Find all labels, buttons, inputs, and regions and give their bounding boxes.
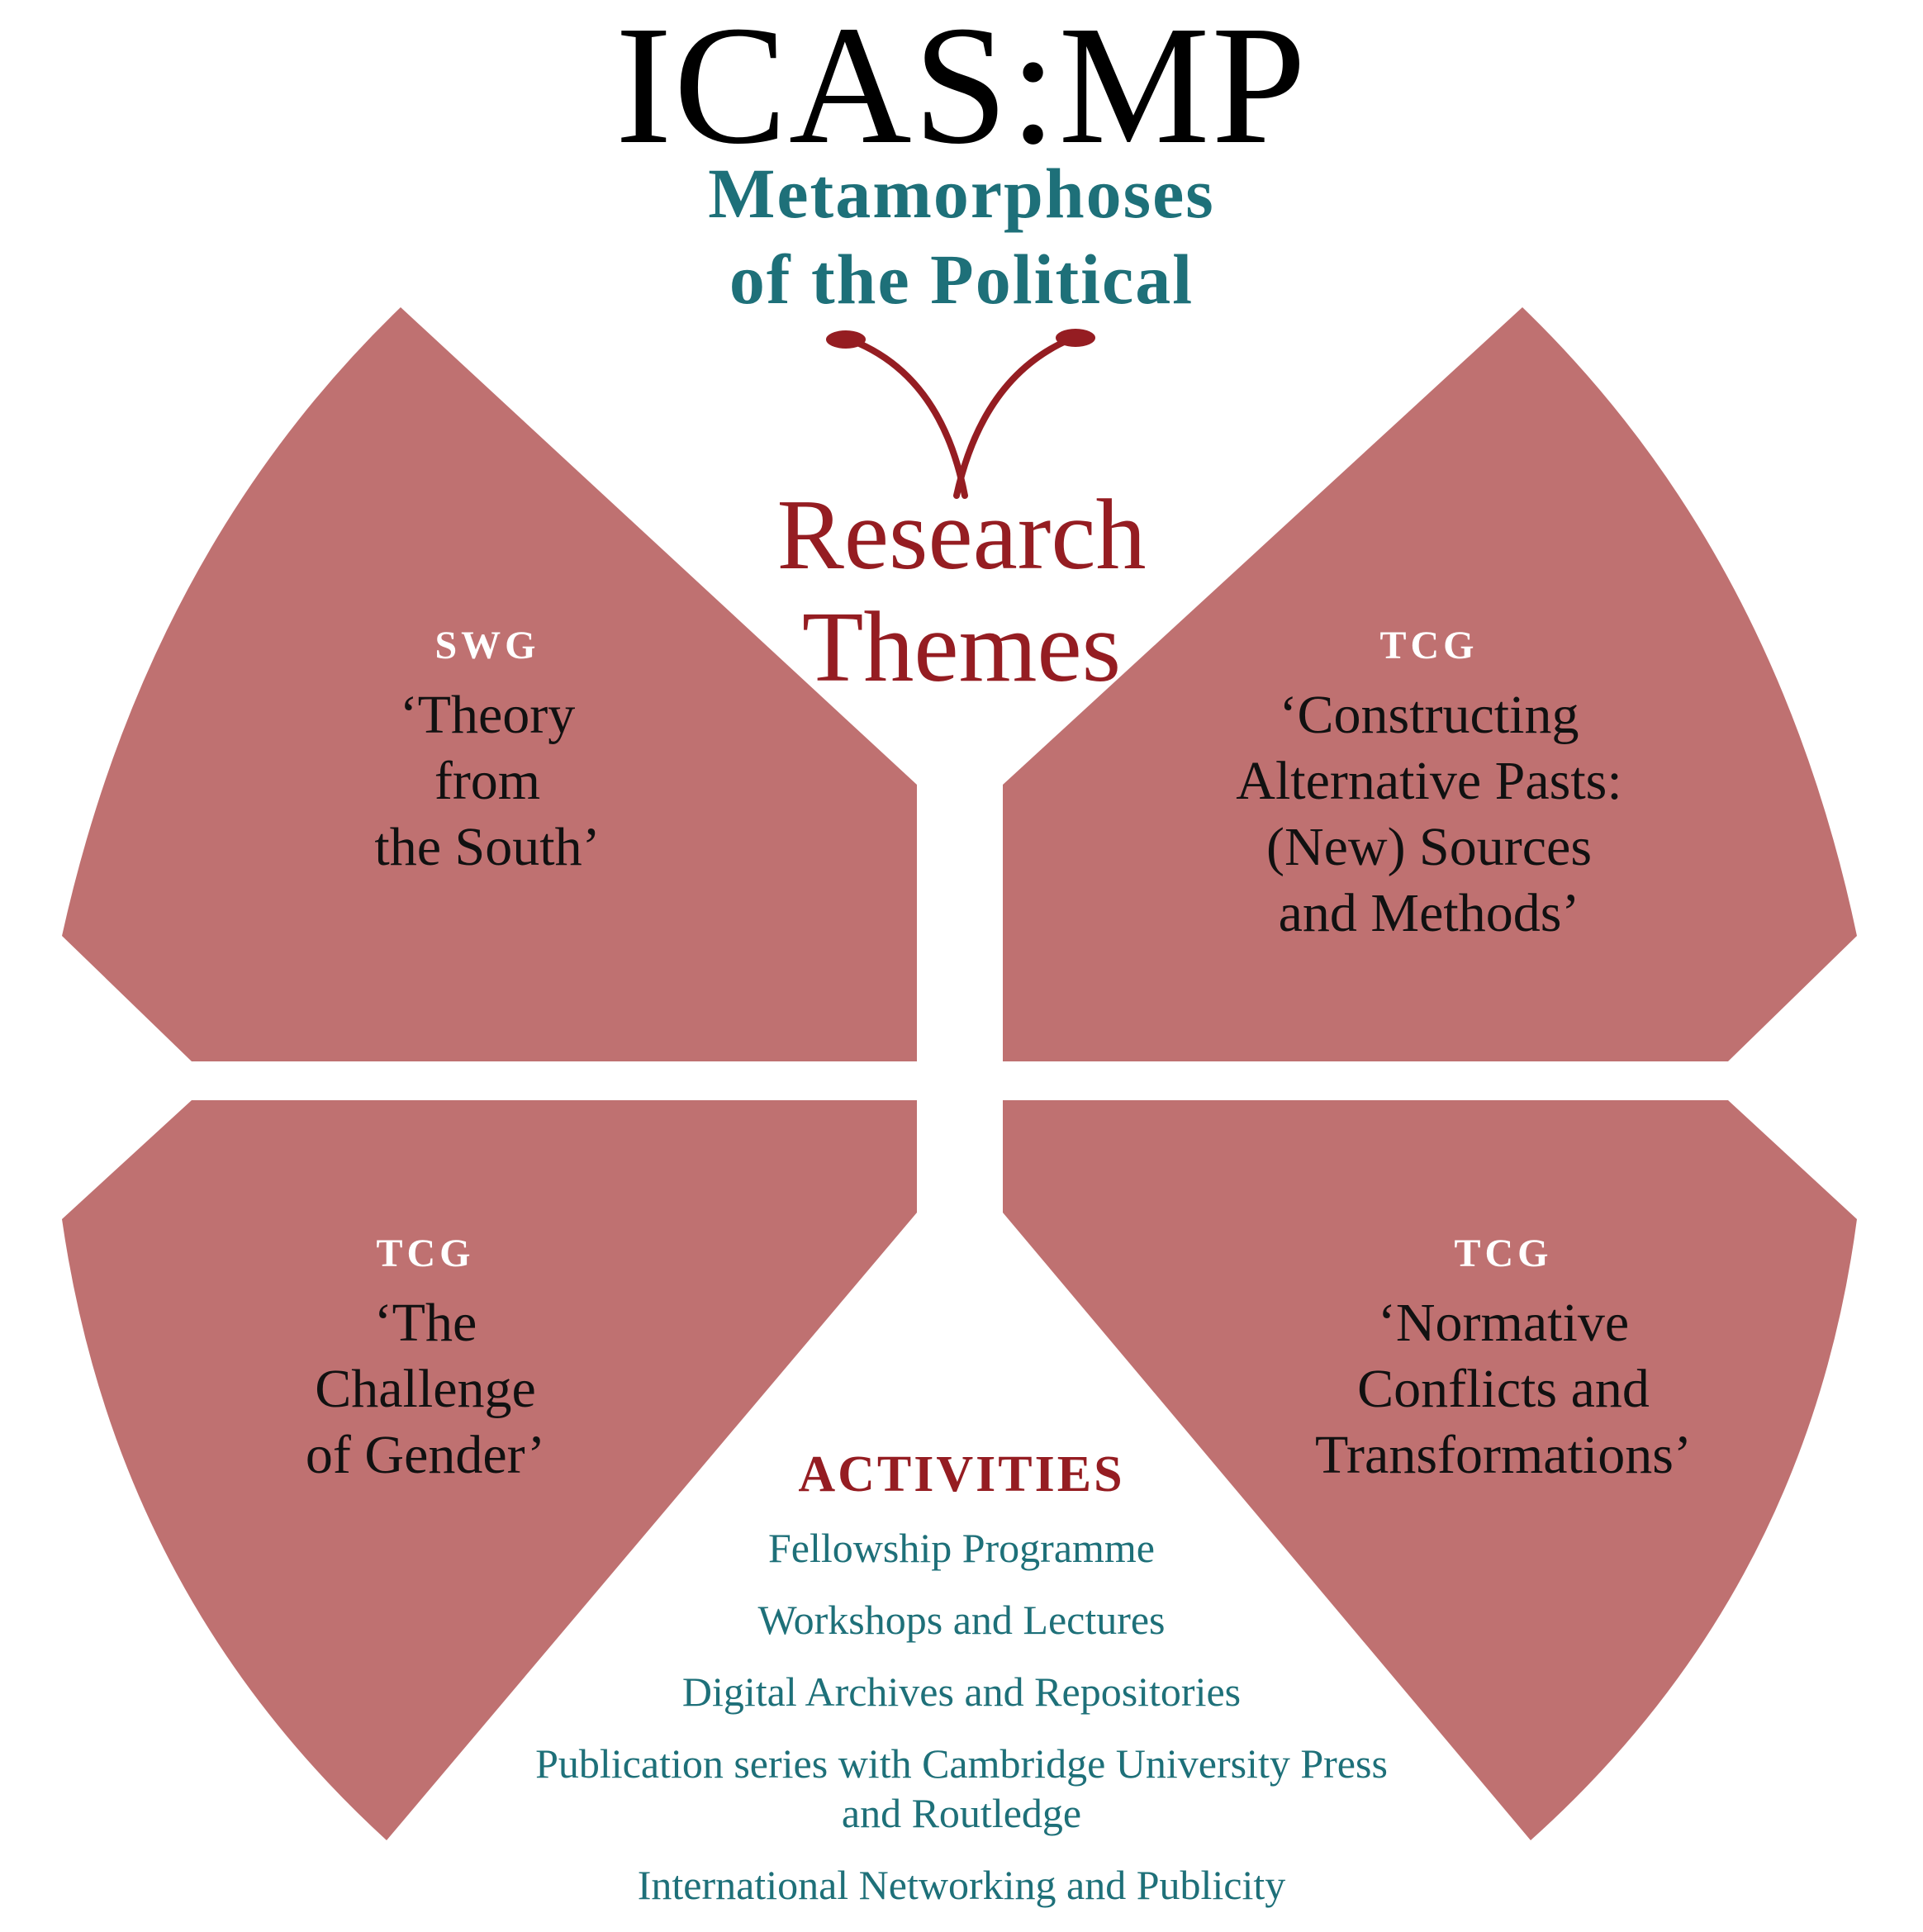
activities-section: ACTIVITIES Fellowship Programme Workshop…: [0, 1437, 1923, 1932]
theme-tag: TCG: [1454, 1232, 1553, 1275]
theme-name: ‘Normative Conflicts and Transformations…: [1315, 1293, 1692, 1485]
activity-item: Digital Archives and Repositories: [681, 1669, 1242, 1715]
antenna-tip-left: [826, 330, 866, 349]
antenna-left: [848, 337, 968, 499]
theme-tag: TCG: [376, 1232, 475, 1275]
page-title: ICAS:MP: [615, 0, 1308, 179]
theme-tag: SWG: [434, 624, 540, 667]
antenna-tip-right: [1056, 329, 1095, 347]
activity-item: Publication series with Cambridge Univer…: [535, 1740, 1388, 1836]
wing-upper-right: [1003, 307, 1857, 1061]
theme-upper-right: TCG ‘Constructing Alternative Pasts: (Ne…: [1173, 621, 1685, 947]
theme-upper-left: SWG ‘Theory from the South’: [248, 621, 727, 881]
theme-name: ‘Constructing Alternative Pasts: (New) S…: [1236, 685, 1622, 943]
theme-lower-left: TCG ‘The Challenge of Gender’: [190, 1229, 661, 1488]
activities-heading: ACTIVITIES: [798, 1446, 1125, 1502]
subtitle: Metamorphoses of the Political: [708, 154, 1215, 319]
wing-upper-left: [62, 307, 917, 1061]
theme-name: ‘Theory from the South’: [374, 685, 601, 877]
activity-item: Workshops and Lectures: [757, 1597, 1166, 1643]
antenna-right: [953, 335, 1075, 499]
wing-lower-left: [62, 1100, 917, 1840]
theme-tag: TCG: [1379, 624, 1479, 667]
wing-lower-right: [1003, 1100, 1857, 1840]
research-themes-label: Research Themes: [776, 479, 1147, 703]
activity-item: International Networking and Publicity: [637, 1862, 1286, 1908]
theme-name: ‘The Challenge of Gender’: [305, 1293, 546, 1485]
theme-lower-right: TCG ‘Normative Conflicts and Transformat…: [1239, 1229, 1768, 1488]
activity-item: Fellowship Programme: [767, 1525, 1156, 1571]
